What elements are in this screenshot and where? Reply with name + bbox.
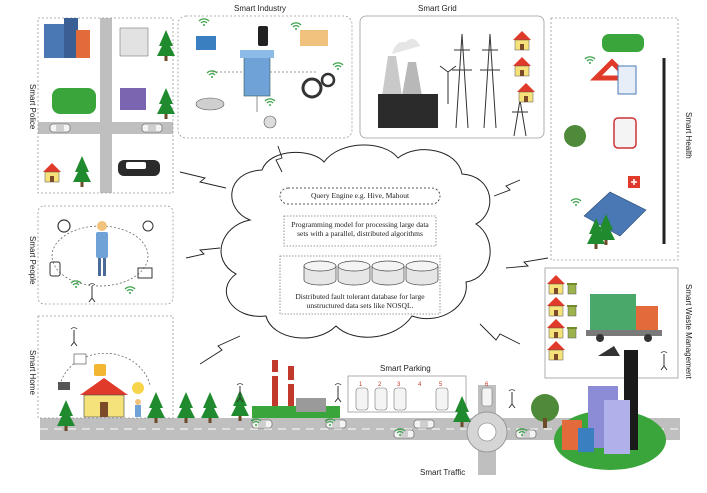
smart-health-panel	[550, 17, 679, 261]
smart-waste-panel	[544, 267, 679, 379]
programming-model-line-1: Programming model for processing large d…	[291, 220, 429, 229]
query-engine-text: Query Engine e.g. Hive, Mahout	[310, 191, 410, 200]
parking-slot-1: 1	[359, 382, 363, 388]
smart-people-panel	[37, 205, 174, 305]
city-district	[453, 350, 666, 470]
programming-model-line-2: sets with a parallel, distributed algori…	[297, 229, 423, 239]
parking-slots	[355, 387, 449, 411]
smart-grid-panel	[359, 15, 545, 139]
query-engine-box	[279, 187, 441, 205]
smart-waste-label: Smart Waste Management	[684, 284, 693, 380]
smart-police-label: Smart Police	[28, 84, 37, 130]
database-cylinders	[303, 260, 439, 286]
police-road-horizontal	[38, 122, 173, 134]
smart-parking-label: Smart Parking	[380, 364, 431, 373]
programming-model-text: Programming model for processing large d…	[284, 220, 436, 239]
smart-people-label: Smart People	[28, 236, 37, 285]
smart-industry-panel	[177, 15, 353, 139]
storage-line-1: Distributed fault tolerant database for …	[295, 292, 425, 301]
connectors	[179, 145, 549, 365]
smart-health-label: Smart Health	[684, 112, 693, 159]
storage-line-2: unstructured data sets like NOSQL.	[306, 301, 414, 311]
big-data-cloud	[220, 144, 491, 339]
programming-model-box	[283, 215, 437, 247]
smart-home-panel	[37, 315, 174, 431]
smart-industry-label: Smart Industry	[234, 4, 286, 13]
smart-grid-label: Smart Grid	[418, 4, 457, 13]
parking-slot-3: 3	[397, 382, 401, 388]
factory-landscape	[177, 360, 342, 423]
parking-slot-2: 2	[378, 382, 382, 388]
parking-slot-5: 5	[439, 382, 443, 388]
traffic-slot-6: 6	[485, 382, 489, 388]
parking-slot-4: 4	[418, 382, 422, 388]
smart-police-panel	[37, 17, 175, 194]
smart-parking-panel	[347, 375, 467, 413]
storage-text: Distributed fault tolerant database for …	[280, 292, 440, 311]
smart-home-label: Smart Home	[28, 350, 37, 395]
police-road-vertical	[100, 18, 112, 193]
smart-traffic-label: Smart Traffic	[420, 468, 465, 477]
